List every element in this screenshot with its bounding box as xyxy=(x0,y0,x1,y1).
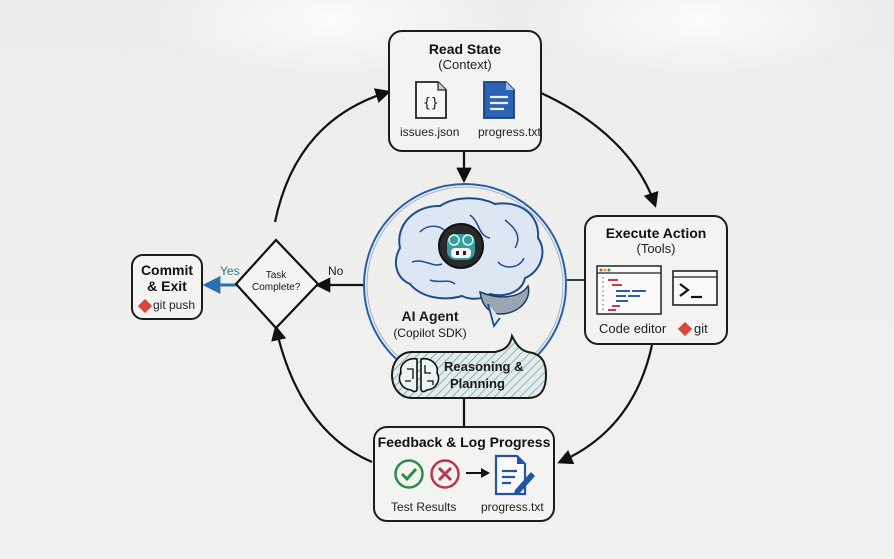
copilot-logo-icon xyxy=(438,223,484,269)
feedback-node: Feedback & Log Progress Test Results pro… xyxy=(373,426,555,522)
issues-json-label: issues.json xyxy=(400,125,460,139)
json-file-icon: {} xyxy=(415,81,447,119)
git-label: git xyxy=(694,321,708,336)
commit-title-line1: Commit xyxy=(140,262,194,278)
arrow-read-to-execute xyxy=(540,91,659,208)
arrow-feedback-to-decision xyxy=(271,324,373,464)
commit-exit-node: Commit & Exit git push xyxy=(131,254,203,320)
bubble-line1: Reasoning & xyxy=(444,359,524,374)
arrow-execute-to-feedback xyxy=(557,344,654,465)
git-logo-icon xyxy=(138,299,152,313)
execute-action-node: Execute Action (Tools) Code editor git xyxy=(584,215,728,345)
decision-line1: Task xyxy=(265,270,287,281)
test-results-label: Test Results xyxy=(391,500,457,514)
no-label: No xyxy=(328,264,344,278)
git-push-label: git push xyxy=(153,298,196,312)
code-editor-icon xyxy=(596,265,662,315)
progress-txt-label: progress.txt xyxy=(478,125,541,139)
brain-circuit-icon xyxy=(398,357,440,393)
cross-circle-icon xyxy=(430,459,460,489)
edit-document-icon xyxy=(494,454,535,496)
agent-title: AI Agent xyxy=(401,308,459,324)
text-document-icon xyxy=(483,81,515,119)
svg-text:{}: {} xyxy=(423,96,439,111)
check-circle-icon xyxy=(394,459,424,489)
agent-subtitle: (Copilot SDK) xyxy=(393,326,467,340)
arrow-right-icon xyxy=(466,468,490,478)
decision-label: Task Complete? xyxy=(252,270,300,294)
decision-line2: Complete? xyxy=(252,282,301,293)
feedback-title: Feedback & Log Progress xyxy=(377,434,551,450)
yes-label: Yes xyxy=(220,264,240,278)
decision-diamond xyxy=(234,238,320,330)
code-editor-label: Code editor xyxy=(599,321,667,336)
execute-action-title: Execute Action xyxy=(605,225,707,241)
feedback-progress-label: progress.txt xyxy=(481,500,544,514)
read-state-node: Read State (Context) {} issues.json prog… xyxy=(388,30,542,152)
terminal-icon xyxy=(672,270,718,306)
read-state-title: Read State xyxy=(428,41,502,57)
execute-action-subtitle: (Tools) xyxy=(636,241,676,256)
commit-title-line2: & Exit xyxy=(147,278,187,294)
bubble-line2: Planning xyxy=(450,376,505,391)
arrow-commit-to-read xyxy=(273,88,391,223)
read-state-subtitle: (Context) xyxy=(438,57,492,72)
git-logo-icon xyxy=(678,322,692,336)
